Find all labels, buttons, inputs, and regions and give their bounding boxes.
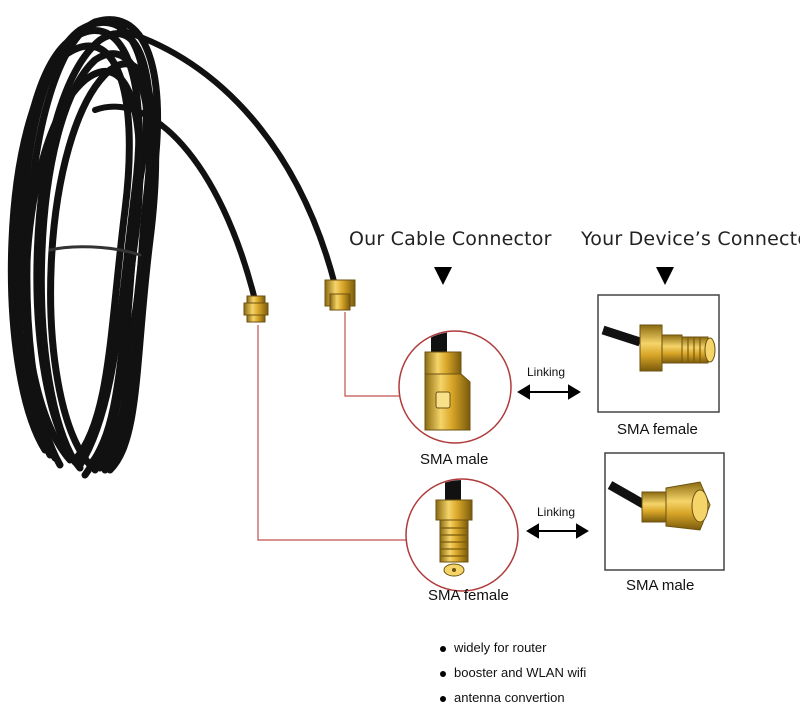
down-arrow-icon xyxy=(434,267,452,285)
linking-label-bottom: Linking xyxy=(537,505,576,519)
device-bottom-label: SMA male xyxy=(626,577,695,594)
list-item: booster and WLAN wifi xyxy=(440,660,586,685)
bullet-icon xyxy=(440,670,446,677)
bullet-icon xyxy=(440,695,446,702)
cable-sma-male-closeup xyxy=(398,330,512,444)
cable-top-label: SMA male xyxy=(420,451,489,468)
device-top-label: SMA female xyxy=(617,421,698,438)
leader-lines xyxy=(257,312,407,541)
cable-end-connector-male xyxy=(243,295,269,323)
list-item: widely for router xyxy=(440,635,586,660)
device-connectors-heading: Your Device’s Connectors xyxy=(581,228,800,250)
cable-bottom-label: SMA female xyxy=(428,587,509,604)
list-item: antenna convertion xyxy=(440,685,586,710)
link-arrows xyxy=(517,384,589,539)
cable-end-connector-female xyxy=(324,279,356,311)
cable-coil xyxy=(7,16,338,479)
linking-label-top: Linking xyxy=(527,365,566,379)
cable-sma-female-closeup xyxy=(405,478,519,592)
device-sma-male-photo xyxy=(604,452,725,571)
down-arrow-icon xyxy=(656,267,674,285)
device-sma-female-photo xyxy=(597,294,720,413)
feature-list: widely for router booster and WLAN wifi … xyxy=(440,635,586,710)
bullet-icon xyxy=(440,645,446,652)
our-cable-heading: Our Cable Connector xyxy=(349,228,552,250)
